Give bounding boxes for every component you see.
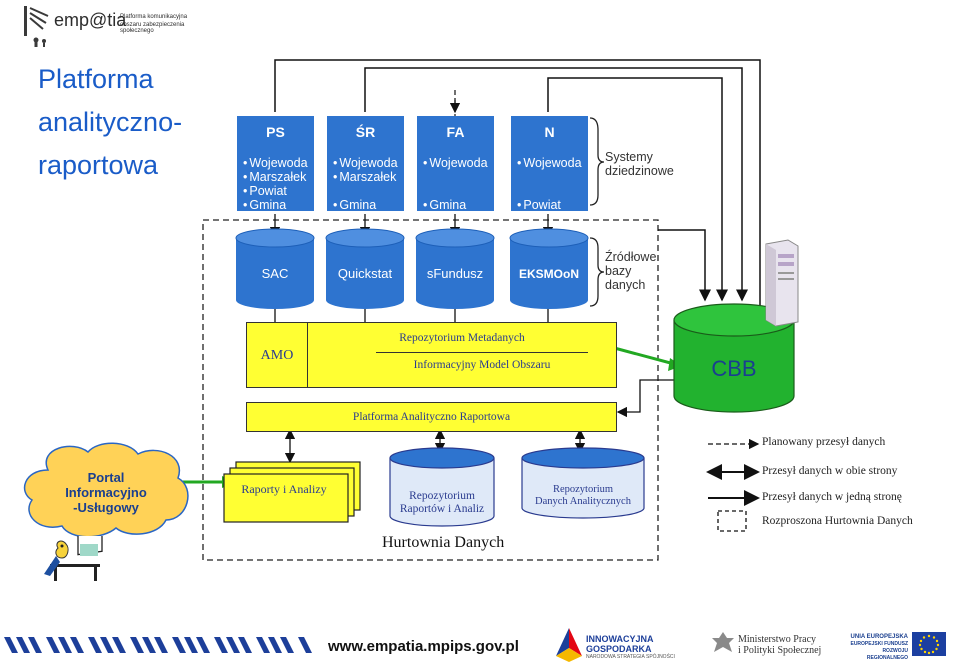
page-title: Platforma analityczno- raportowa	[38, 58, 238, 187]
system-items: Wojewoda Powiat	[511, 156, 588, 212]
system-item: Gmina	[333, 198, 404, 212]
repo-data-line: Repozytorium	[552, 484, 614, 495]
portal-label-line: -Usługowy	[73, 500, 139, 515]
system-item: Wojewoda	[423, 156, 494, 170]
ministry-emblem-icon	[712, 632, 734, 652]
system-box-ps: PS Wojewoda Marszałek Powiat Gmina	[237, 116, 314, 212]
repo-data-line: Danych Analitycznych	[535, 496, 631, 507]
ministry-logo: Ministerstwo Pracy i Polityki Społecznej	[738, 634, 821, 656]
repo-data-label: Repozytorium Danych Analitycznych	[522, 484, 644, 508]
system-item: Powiat	[243, 184, 314, 198]
innowacyjna-gospodarka-logo: INNOWACYJNA GOSPODARKA NARODOWA STRATEGI…	[586, 634, 675, 661]
legend-distributed: Rozproszona Hurtownia Danych	[762, 515, 913, 527]
source-label-sac: SAC	[261, 266, 289, 281]
model-label: Informacyjny Model Obszaru	[413, 359, 551, 371]
cylinder-eksmoon	[509, 228, 589, 309]
system-box-sr: ŚR Wojewoda Marszałek Gmina	[327, 116, 404, 212]
logo-text-sub-2: obszaru zabezpieczenia społecznego	[120, 22, 185, 34]
system-item: Powiat	[517, 198, 588, 212]
portal-label-line: Portal	[87, 470, 125, 485]
portal-cloud	[23, 442, 189, 538]
warehouse-label: Hurtownia Danych	[382, 534, 505, 551]
system-box-n: N Wojewoda Powiat	[511, 116, 588, 212]
reports-label: Raporty i Analizy	[241, 482, 327, 496]
system-items: Wojewoda Gmina	[417, 156, 494, 212]
amo-box: AMO	[246, 322, 308, 388]
legend-one: Przesył danych w jedną stronę	[762, 491, 902, 503]
eu-logo: UNIA EUROPEJSKA EUROPEJSKI FUNDUSZ ROZWO…	[848, 634, 908, 662]
model-box: Informacyjny Model Obszaru	[376, 352, 588, 371]
reports-stack	[223, 461, 361, 523]
systemy-label-line: dziedzinowe	[605, 164, 674, 178]
system-item: Gmina	[423, 198, 494, 212]
footer-stripes	[4, 637, 312, 653]
system-code: FA	[446, 124, 465, 140]
repo-reports-label: Repozytorium Raportów i Analiz	[390, 490, 494, 516]
ministry-line-2: i Polityki Społecznej	[738, 645, 822, 656]
legend-planned: Planowany przesył danych	[762, 436, 886, 448]
repo-reports-line: Repozytorium	[409, 490, 475, 502]
system-code: ŚR	[355, 124, 376, 140]
cbb-label: CBB	[711, 356, 757, 381]
metadata-repo-label: Repozytorium Metadanych	[399, 332, 525, 344]
source-label-quickstat: Quickstat	[337, 266, 393, 281]
sources-label-line: danych	[605, 278, 646, 292]
repo-reports-line: Raportów i Analiz	[399, 503, 485, 515]
title-line-2: analityczno-	[38, 107, 183, 137]
systemy-label-line: Systemy	[605, 150, 653, 164]
amo-label: AMO	[260, 348, 294, 363]
eu-flag-icon	[912, 632, 946, 656]
cylinder-quickstat	[325, 228, 405, 309]
ig-line-3: NARODOWA STRATEGIA SPÓJNOŚCI	[586, 654, 675, 660]
cylinder-sfundusz	[415, 228, 495, 309]
portal-label: Portal Informacyjno -Usługowy	[36, 470, 176, 515]
title-line-3: raportowa	[38, 150, 159, 180]
portal-label-line: Informacyjno	[65, 485, 147, 500]
footer-url[interactable]: www.empatia.mpips.gov.pl	[328, 638, 519, 655]
server-icon	[765, 239, 799, 327]
metadata-repo-box: Repozytorium Metadanych Informacyjny Mod…	[307, 322, 617, 388]
user-at-computer-icon	[44, 536, 103, 581]
system-box-fa: FA Wojewoda Gmina	[417, 116, 494, 212]
sources-label-line: Źródłowe	[605, 250, 657, 264]
platform-bar: Platforma Analityczno Raportowa	[246, 402, 617, 432]
systemy-label: Systemy dziedzinowe	[605, 150, 674, 178]
ministry-line-1: Ministerstwo Pracy	[738, 634, 817, 645]
system-item: Gmina	[243, 198, 314, 212]
warehouse-cylinders	[389, 447, 645, 527]
system-code: N	[544, 124, 555, 140]
eu-line-3: ROZWOJU REGIONALNEGO	[866, 648, 908, 661]
platform-label: Platforma Analityczno Raportowa	[352, 411, 511, 423]
logo-text-main: emp@tia	[54, 10, 127, 30]
source-label-eksmoon: EKSMOoN	[519, 267, 579, 281]
empatia-logo-mark	[24, 6, 49, 47]
empatia-logo: emp@tia Platforma komunikacyjna obszaru …	[22, 4, 192, 48]
system-item: Wojewoda	[517, 156, 588, 170]
system-item: Marszałek	[333, 170, 404, 184]
system-items: Wojewoda Marszałek Gmina	[327, 156, 404, 212]
system-item: Wojewoda	[333, 156, 404, 170]
logo-text-sub-1: Platforma komunikacyjna	[120, 14, 188, 20]
sources-label: Źródłowe bazy danych	[605, 250, 656, 292]
sources-label-line: bazy	[605, 264, 632, 278]
cylinder-sac	[235, 228, 315, 309]
system-items: Wojewoda Marszałek Powiat Gmina	[237, 156, 314, 212]
source-cylinders	[235, 228, 589, 309]
title-line-1: Platforma	[38, 64, 154, 94]
system-code: PS	[266, 124, 285, 140]
source-label-sfundusz: sFundusz	[426, 266, 484, 281]
eu-line-2: EUROPEJSKI FUNDUSZ	[850, 641, 908, 647]
system-item: Wojewoda	[243, 156, 314, 170]
cylinder-repo-data	[521, 447, 645, 519]
innowacyjna-gospodarka-logo-mark	[556, 628, 582, 662]
ig-line-2: GOSPODARKA	[586, 644, 652, 654]
legend-both: Przesył danych w obie strony	[762, 465, 898, 477]
eu-line-1: UNIA EUROPEJSKA	[850, 634, 908, 640]
system-item: Marszałek	[243, 170, 314, 184]
cylinder-repo-reports	[389, 447, 495, 527]
ig-line-1: INNOWACYJNA	[586, 634, 654, 644]
